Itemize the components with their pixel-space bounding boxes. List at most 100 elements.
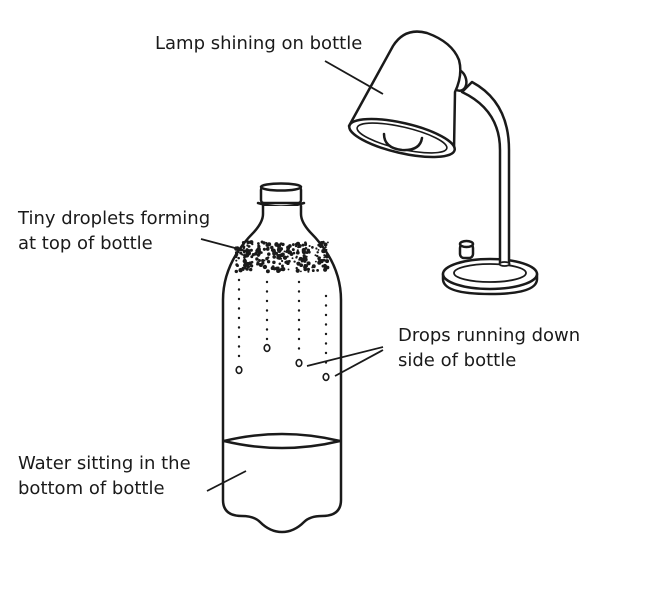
droplet — [261, 258, 265, 263]
trail-dot — [297, 347, 301, 350]
trail-dot — [237, 307, 241, 310]
droplet — [248, 267, 253, 272]
trail-dot — [237, 288, 241, 291]
droplet — [280, 252, 285, 257]
droplet — [246, 264, 251, 269]
droplet — [257, 244, 261, 249]
droplet — [277, 256, 282, 260]
droplet — [265, 269, 270, 274]
plastic-bottle — [221, 182, 343, 534]
droplet — [246, 244, 249, 247]
droplet — [249, 248, 253, 252]
droplet — [295, 241, 301, 246]
trail-dot — [237, 326, 241, 329]
droplet — [308, 244, 311, 248]
droplet — [262, 264, 268, 270]
droplet — [304, 264, 309, 268]
leader-lines — [200, 60, 384, 492]
droplets-leader-line — [200, 238, 251, 253]
trail-dot — [297, 290, 301, 293]
desk-lamp — [347, 30, 539, 296]
droplet — [260, 240, 264, 244]
droplet — [266, 260, 271, 264]
trail-dot — [265, 299, 269, 303]
droplet — [257, 252, 261, 256]
trail-dot — [324, 351, 328, 355]
droplet — [251, 242, 254, 246]
droplet — [311, 269, 315, 273]
droplet — [242, 258, 247, 264]
droplet — [238, 268, 243, 273]
droplet — [304, 241, 307, 245]
droplet — [317, 257, 321, 261]
label-drops: Drops running down side of bottle — [398, 325, 581, 371]
droplet — [267, 256, 270, 259]
droplet — [326, 241, 329, 244]
trail-dot — [297, 280, 301, 284]
droplet — [316, 251, 319, 254]
droplet — [325, 248, 328, 251]
water-leader-line — [206, 470, 247, 492]
droplet — [247, 245, 251, 248]
droplet — [235, 259, 238, 262]
droplet — [274, 242, 279, 247]
lamp-base — [441, 239, 539, 296]
droplet — [270, 248, 275, 252]
trail-dot — [297, 309, 301, 312]
droplet — [305, 251, 308, 254]
droplet — [318, 243, 323, 248]
drops-leader-line-2 — [334, 349, 384, 377]
droplet — [294, 244, 298, 248]
trail-dot — [265, 337, 269, 341]
droplet — [316, 254, 319, 258]
trail-dot — [237, 316, 241, 320]
droplet — [287, 268, 290, 271]
droplet — [255, 257, 259, 261]
droplet — [258, 259, 261, 262]
trail-dot — [237, 354, 241, 358]
droplet — [291, 257, 294, 260]
droplet — [314, 260, 317, 263]
trail-dot — [297, 299, 301, 303]
bottle-body — [221, 204, 343, 534]
droplet — [295, 256, 298, 259]
droplet — [244, 267, 247, 270]
droplet — [256, 261, 260, 266]
droplet — [311, 264, 316, 269]
trail-dot — [265, 290, 269, 293]
trail-dot — [324, 332, 328, 336]
droplet — [249, 264, 254, 268]
trail-dot — [297, 337, 301, 341]
droplet — [281, 266, 286, 272]
droplet — [287, 259, 291, 263]
droplet — [314, 254, 317, 257]
droplet — [284, 260, 288, 264]
droplet — [324, 254, 330, 259]
drop — [322, 372, 330, 382]
droplet — [286, 245, 291, 250]
droplet — [307, 270, 310, 273]
droplet — [270, 245, 274, 250]
label-droplets: Tiny droplets forming at top of bottle — [18, 208, 211, 254]
trail-dot — [324, 342, 328, 345]
droplet — [311, 246, 314, 249]
trail-dot — [237, 297, 241, 301]
droplet — [278, 262, 282, 266]
bottle-cap — [256, 182, 306, 208]
droplet — [237, 256, 240, 260]
droplet — [265, 241, 268, 244]
trail-dot — [324, 313, 328, 317]
droplet — [283, 250, 286, 253]
droplet — [282, 255, 288, 260]
running-drops — [235, 343, 330, 382]
droplet — [295, 266, 298, 270]
droplet — [281, 242, 285, 247]
droplet — [301, 243, 305, 247]
droplet — [292, 251, 296, 255]
droplet — [277, 245, 281, 249]
trail-dot — [265, 280, 269, 284]
drip-trails — [237, 278, 328, 364]
droplet — [235, 252, 239, 257]
droplet — [304, 243, 307, 247]
droplet — [243, 263, 248, 268]
